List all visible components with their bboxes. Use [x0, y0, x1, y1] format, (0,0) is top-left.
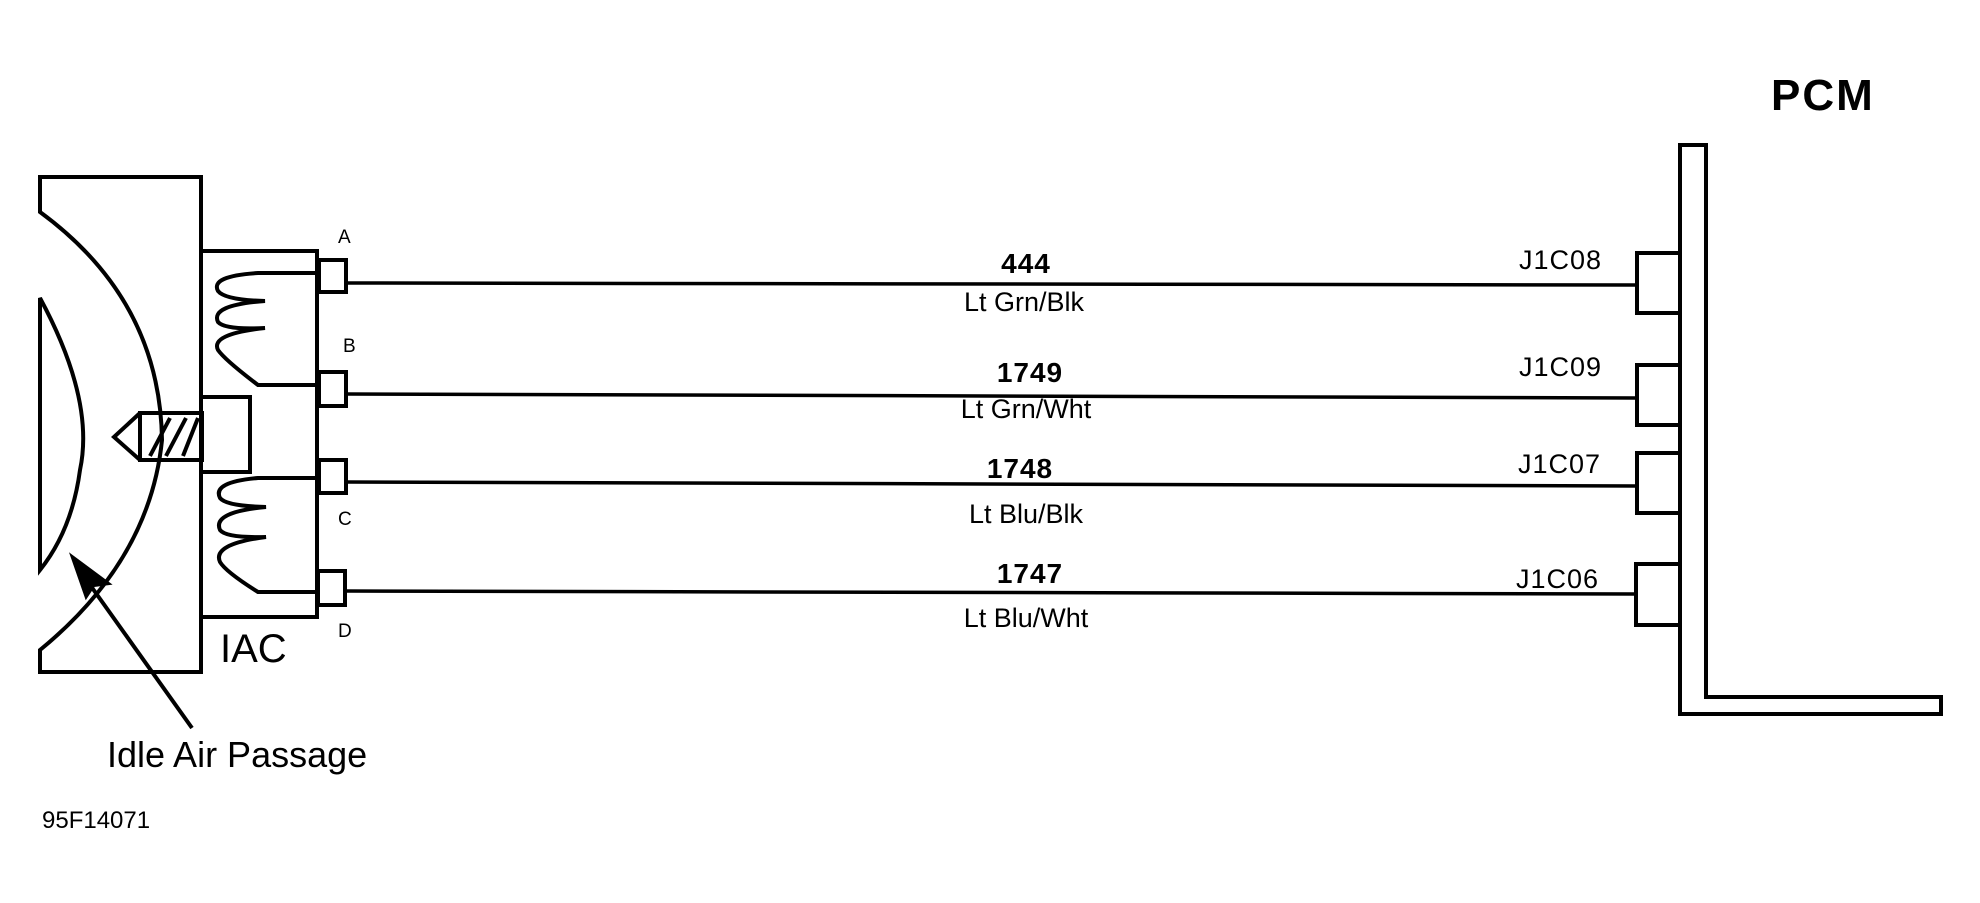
callout-label: Idle Air Passage: [107, 734, 367, 775]
pin-label-a: A: [338, 227, 351, 248]
pcm-terminal-j1c07: [1635, 451, 1682, 515]
figure-id: 95F14071: [42, 807, 150, 834]
wire-c: [345, 480, 1638, 488]
pcm-terminal-label-j1c07: J1C07: [1518, 449, 1601, 479]
pcm-terminal-label-j1c06: J1C06: [1516, 564, 1599, 594]
wire-color-a: Lt Grn/Blk: [964, 287, 1085, 317]
wire-color-d: Lt Blu/Wht: [964, 603, 1089, 633]
circuit-number-1747: 1747: [997, 558, 1063, 589]
pcm-outline: [1678, 143, 1943, 716]
component-label: IAC: [220, 627, 287, 671]
circuit-number-1749: 1749: [997, 357, 1063, 388]
wire-harness: 444 1749 1748 1747 Lt Grn/Blk Lt Grn/Wht…: [344, 248, 1638, 633]
pin-label-d: D: [338, 621, 352, 642]
wire-color-c: Lt Blu/Blk: [969, 499, 1084, 529]
lower-coil-icon: [216, 476, 317, 594]
idle-air-passage-callout: Idle Air Passage: [68, 552, 367, 775]
wire-a: [345, 281, 1638, 287]
pintle-thread: [148, 417, 172, 457]
iac-motor: A B C D IAC: [199, 227, 356, 671]
throttle-body-housing: [38, 175, 203, 674]
pintle-tip: [111, 411, 142, 462]
pcm-terminal-j1c09: [1635, 363, 1682, 427]
circuit-number-1748: 1748: [987, 453, 1053, 484]
pintle-thread: [181, 417, 200, 457]
pintle-valve: [111, 411, 204, 462]
wire-color-b: Lt Grn/Wht: [961, 394, 1092, 424]
upper-coil-icon: [214, 271, 317, 387]
iac-pin-b: [317, 370, 348, 408]
pcm-terminal-j1c08: [1635, 251, 1682, 315]
pcm-terminal-label-j1c08: J1C08: [1519, 245, 1602, 275]
pcm-module: PCM J1C08 J1C09 J1C07 J1C06: [1516, 71, 1943, 716]
iac-armature-block: [199, 395, 252, 474]
pcm-terminal-j1c06: [1634, 562, 1682, 627]
pintle-thread: [164, 417, 188, 457]
bore-crescent: [38, 297, 86, 576]
pin-label-c: C: [338, 509, 352, 530]
arrowhead-icon: [68, 552, 113, 601]
callout-leader-line: [86, 580, 194, 730]
module-title: PCM: [1771, 71, 1875, 120]
iac-pin-c: [317, 458, 348, 495]
pin-label-b: B: [343, 336, 356, 357]
circuit-number-444: 444: [1001, 248, 1051, 279]
pcm-terminal-label-j1c09: J1C09: [1519, 352, 1602, 382]
wire-b: [345, 392, 1638, 400]
wire-d: [344, 589, 1638, 596]
housing-outline: [38, 175, 203, 674]
iac-pin-a: [317, 258, 348, 294]
iac-pin-d: [316, 569, 347, 607]
